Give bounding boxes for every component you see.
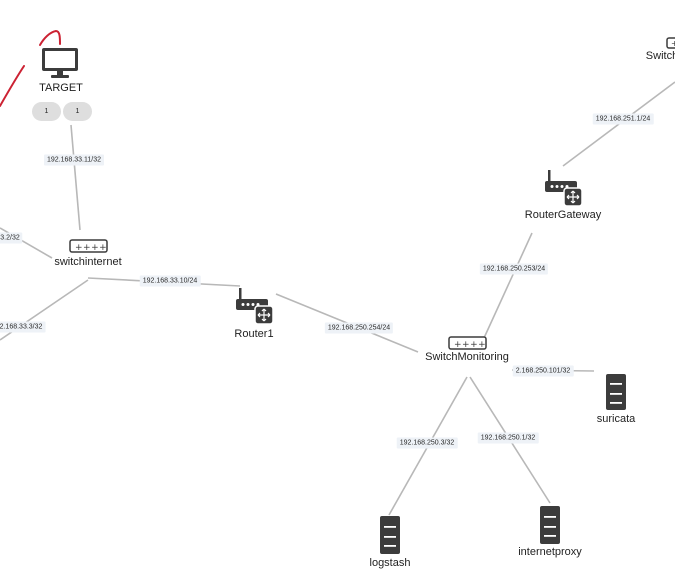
ip-label[interactable]: 2.168.250.101/32 bbox=[512, 365, 574, 377]
svg-text:+: + bbox=[671, 39, 675, 48]
svg-text:++++: ++++ bbox=[75, 243, 107, 253]
switch-icon[interactable]: ++++ bbox=[69, 239, 109, 254]
node-label-router-gateway: RouterGateway bbox=[524, 209, 602, 221]
annotation-stroke bbox=[39, 29, 61, 46]
node-label-internetproxy: internetproxy bbox=[518, 546, 582, 558]
ip-label[interactable]: 3.2/32 bbox=[0, 232, 23, 244]
svg-text:++++: ++++ bbox=[454, 340, 486, 350]
badge[interactable]: 1 bbox=[32, 102, 61, 121]
node-label-logstash: logstash bbox=[369, 557, 411, 569]
monitor-icon[interactable] bbox=[40, 46, 80, 80]
ip-label[interactable]: 192.168.250.1/32 bbox=[477, 432, 539, 444]
node-label-switch: Switch bbox=[645, 50, 675, 62]
switch-icon[interactable]: + bbox=[666, 37, 675, 49]
server-icon[interactable] bbox=[379, 515, 401, 555]
ip-label[interactable]: 192.168.250.3/32 bbox=[396, 437, 458, 449]
ip-label[interactable]: 192.168.250.253/24 bbox=[479, 263, 549, 275]
node-label-switchinternet: switchinternet bbox=[54, 256, 122, 268]
server-icon[interactable] bbox=[539, 505, 561, 545]
switch-icon[interactable]: ++++ bbox=[448, 336, 488, 351]
server-icon[interactable] bbox=[605, 373, 627, 411]
link-gateway-switchmonitoring[interactable] bbox=[483, 232, 533, 339]
ip-label[interactable]: 192.168.33.10/24 bbox=[139, 275, 201, 287]
ip-label[interactable]: 192.168.33.11/32 bbox=[44, 154, 104, 166]
node-label-router1: Router1 bbox=[234, 328, 274, 340]
badge[interactable]: 1 bbox=[63, 102, 92, 121]
node-label-suricata: suricata bbox=[596, 413, 636, 425]
router-icon[interactable] bbox=[544, 170, 584, 208]
ip-label[interactable]: 2.168.33.3/32 bbox=[0, 321, 46, 333]
link-target-switchinternet[interactable] bbox=[70, 124, 81, 231]
ip-label[interactable]: 192.168.250.254/24 bbox=[324, 322, 394, 334]
node-label-switch-monitoring: SwitchMonitoring bbox=[425, 351, 509, 363]
annotation-stroke bbox=[0, 65, 25, 107]
router-icon[interactable] bbox=[235, 288, 275, 326]
ip-label[interactable]: 192.168.251.1/24 bbox=[592, 113, 654, 125]
node-label-target: TARGET bbox=[39, 82, 83, 94]
